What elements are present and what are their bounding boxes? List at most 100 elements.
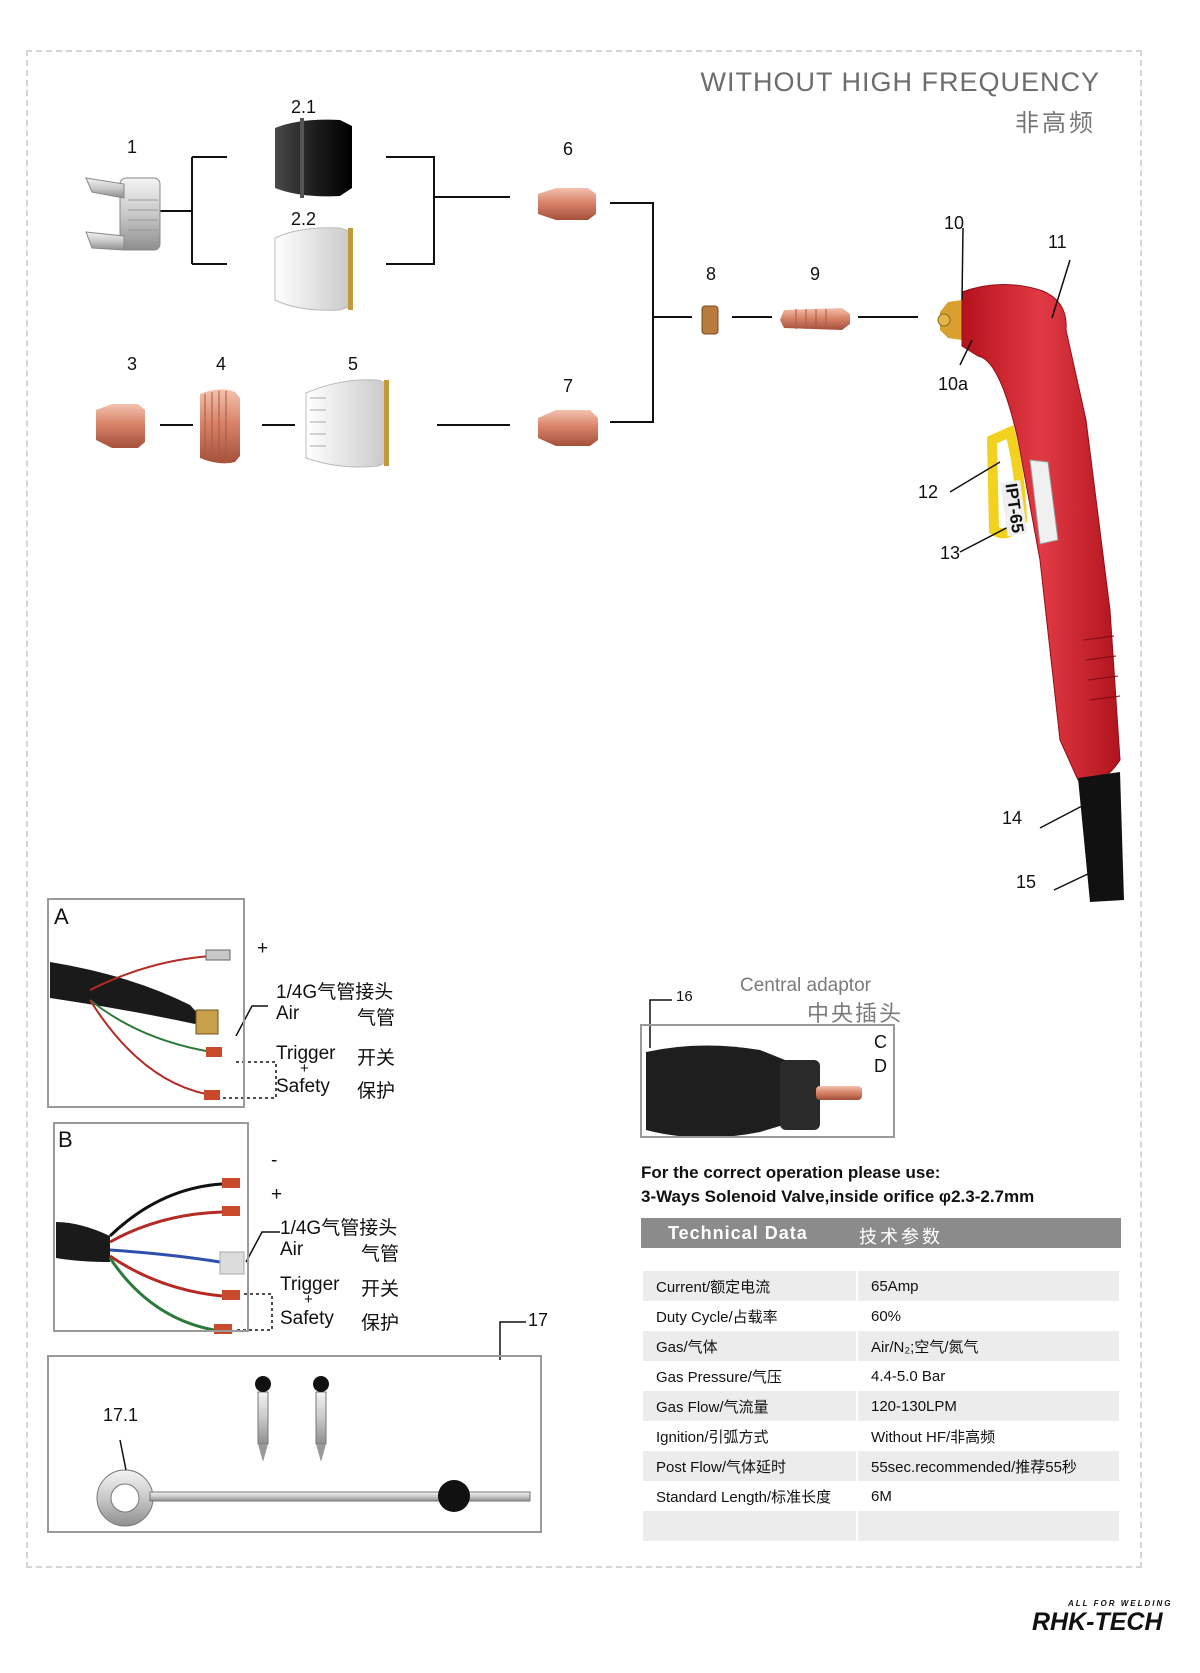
dashed-frame bbox=[26, 50, 1142, 1568]
table-cell-value: Without HF/非高频 bbox=[858, 1421, 1119, 1451]
wiring-b-minus: - bbox=[271, 1150, 278, 1171]
part-1-retaining-clip bbox=[85, 177, 161, 251]
wiring-a-air-cn: 气管 bbox=[357, 1008, 396, 1029]
part-number-16: 16 bbox=[676, 988, 693, 1005]
table-cell-key: Gas Pressure/气压 bbox=[643, 1361, 856, 1391]
adaptor-title: Central adaptor bbox=[740, 975, 871, 996]
part-5-cap bbox=[305, 379, 389, 468]
part-number-7: 7 bbox=[563, 376, 574, 396]
part-number-17-1: 17.1 bbox=[103, 1405, 139, 1425]
part-number-15: 15 bbox=[1016, 872, 1037, 892]
part-8-swirl-ring bbox=[701, 305, 719, 335]
part-number-3: 3 bbox=[127, 354, 138, 374]
technical-data-title-cn: 技术参数 bbox=[859, 1227, 943, 1247]
torch-body bbox=[937, 283, 1124, 902]
technical-data-title: Technical Data bbox=[668, 1223, 808, 1243]
table-cell-value: Air/N₂;空气/氮气 bbox=[858, 1331, 1119, 1361]
wiring-b-trigger-cn: 开关 bbox=[361, 1279, 400, 1300]
table-cell-key bbox=[643, 1511, 856, 1541]
part-3-nozzle bbox=[96, 404, 145, 448]
table-cell-value: 55sec.recommended/推荐55秒 bbox=[858, 1451, 1119, 1481]
wiring-b-trigger: Trigger bbox=[280, 1274, 340, 1295]
operation-note-line-1: For the correct operation please use: bbox=[641, 1163, 941, 1182]
part-number-2-2: 2.2 bbox=[291, 209, 317, 229]
wiring-a-trigger: Trigger bbox=[276, 1043, 336, 1064]
part-number-13: 13 bbox=[940, 543, 961, 563]
part-2-2-shield-cup bbox=[274, 227, 353, 311]
wiring-b-air: Air bbox=[280, 1239, 304, 1260]
wiring-a-plus: + bbox=[257, 938, 269, 959]
table-cell-key: Ignition/引弧方式 bbox=[643, 1421, 856, 1451]
page-title-cn: 非高频 bbox=[1015, 110, 1096, 137]
adaptor-c-label: C bbox=[874, 1032, 887, 1052]
part-number-8: 8 bbox=[706, 264, 717, 284]
part-number-12: 12 bbox=[918, 482, 939, 502]
table-cell-key: Standard Length/标准长度 bbox=[643, 1481, 856, 1511]
table-cell-key: Gas Flow/气流量 bbox=[643, 1391, 856, 1421]
brand-tagline: ALL FOR WELDING bbox=[1068, 1599, 1173, 1608]
wiring-b-graphic bbox=[56, 1178, 280, 1334]
table-cell-value: 120-130LPM bbox=[858, 1391, 1119, 1421]
part-number-11: 11 bbox=[1048, 232, 1067, 252]
wiring-b-air-fitting: 1/4G气管接头 bbox=[280, 1218, 398, 1239]
table-cell-value bbox=[858, 1511, 1119, 1541]
wiring-a-safety-cn: 保护 bbox=[357, 1081, 396, 1102]
technical-data-header: Technical Data 技术参数 bbox=[641, 1218, 1121, 1248]
table-cell-key: Current/额定电流 bbox=[643, 1271, 856, 1301]
adaptor-title-cn: 中央插头 bbox=[807, 1001, 904, 1026]
wiring-b-safety-cn: 保护 bbox=[361, 1313, 400, 1334]
part-number-5: 5 bbox=[348, 354, 359, 374]
part-number-10: 10 bbox=[944, 213, 965, 233]
wiring-b-box bbox=[53, 1122, 249, 1332]
part-number-10a: 10a bbox=[938, 374, 969, 394]
part-number-17: 17 bbox=[528, 1310, 549, 1330]
wiring-a-trigger-cn: 开关 bbox=[357, 1048, 396, 1069]
wiring-b-plus: + bbox=[271, 1184, 283, 1205]
brand-logo: RHK-TECH bbox=[1032, 1608, 1163, 1636]
part-number-9: 9 bbox=[810, 264, 821, 284]
wiring-b-safety: Safety bbox=[280, 1308, 334, 1329]
part-4-cap bbox=[200, 389, 240, 464]
part-number-1: 1 bbox=[127, 137, 138, 157]
part-9-electrode bbox=[780, 308, 850, 330]
part-number-4: 4 bbox=[216, 354, 227, 374]
table-cell-value: 60% bbox=[858, 1301, 1119, 1331]
page-title: WITHOUT HIGH FREQUENCY bbox=[700, 67, 1100, 97]
wiring-a-graphic bbox=[50, 949, 277, 1100]
operation-note-line-2: 3-Ways Solenoid Valve,inside orifice φ2.… bbox=[641, 1187, 1035, 1206]
adaptor-box bbox=[640, 1024, 895, 1138]
circle-cutting-guide-graphic bbox=[96, 1321, 531, 1527]
wiring-b-air-cn: 气管 bbox=[361, 1244, 400, 1265]
table-cell-value: 6M bbox=[858, 1481, 1119, 1511]
table-row bbox=[643, 1511, 1119, 1541]
table-cell-value: 4.4-5.0 Bar bbox=[858, 1361, 1119, 1391]
wiring-a-safety: Safety bbox=[276, 1076, 330, 1097]
part-2-1-shield-cup bbox=[275, 118, 352, 198]
part-number-6: 6 bbox=[563, 139, 574, 159]
table-cell-key: Gas/气体 bbox=[643, 1331, 856, 1361]
central-adaptor-graphic bbox=[646, 999, 862, 1138]
table-cell-value: 65Amp bbox=[858, 1271, 1119, 1301]
part-7-electrode bbox=[538, 410, 598, 446]
table-cell-key: Post Flow/气体延时 bbox=[643, 1451, 856, 1481]
wiring-a-label: A bbox=[54, 904, 69, 929]
wiring-b-label: B bbox=[58, 1127, 73, 1152]
part-6-electrode bbox=[538, 188, 596, 220]
wiring-a-air: Air bbox=[276, 1003, 300, 1024]
wiring-a-air-fitting: 1/4G气管接头 bbox=[276, 982, 394, 1003]
circle-cutting-guide-box bbox=[47, 1355, 542, 1533]
part-number-2-1: 2.1 bbox=[291, 97, 317, 117]
wiring-b-joiner: + bbox=[304, 1291, 313, 1308]
part-number-14: 14 bbox=[1002, 808, 1023, 828]
adaptor-d-label: D bbox=[874, 1056, 887, 1076]
